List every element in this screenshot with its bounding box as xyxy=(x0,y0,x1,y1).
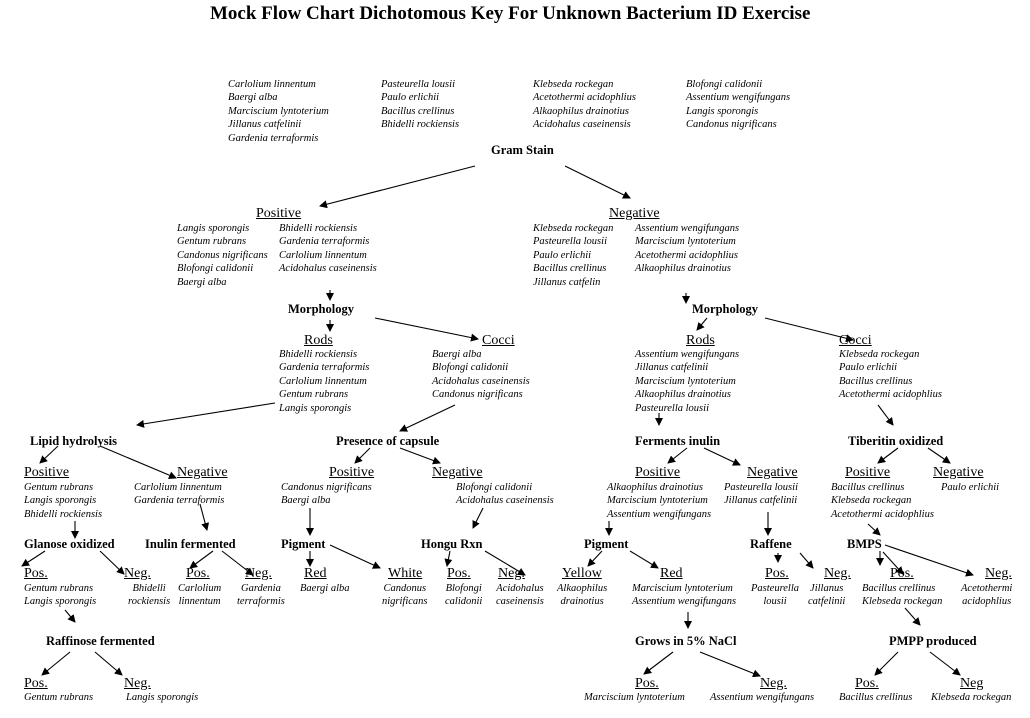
nacl-neg-header: Neg. xyxy=(760,676,787,691)
test-lipid-hydrolysis: Lipid hydrolysis xyxy=(30,434,117,448)
test-inulin-fermented: Inulin fermented xyxy=(145,537,236,551)
neg-rods-header: Rods xyxy=(686,333,715,348)
nacl-pos-header: Pos. xyxy=(635,676,659,691)
lipid-negative-header: Negative xyxy=(177,465,228,480)
tiberitin-negative-list: Paulo erlichii xyxy=(941,482,1000,493)
test-morphology-left: Morphology xyxy=(288,302,354,316)
inulin-positive-header: Positive xyxy=(635,465,681,480)
inulin-fermented-neg-header: Neg. xyxy=(245,566,272,581)
test-pigment-right: Pigment xyxy=(584,537,629,551)
tiberitin-positive-header: Positive xyxy=(845,465,891,480)
glanose-neg-header: Neg. xyxy=(124,566,151,581)
pigment-yellow-header: Yellow xyxy=(562,566,602,581)
test-gram-stain: Gram Stain xyxy=(491,143,554,157)
raffene-neg-header: Neg. xyxy=(824,566,851,581)
pigment-red-list: Baergi alba xyxy=(300,583,350,594)
test-tiberitin-oxidized: Tiberitin oxidized xyxy=(848,434,944,448)
inulin-negative-header: Negative xyxy=(747,465,798,480)
gram-negative-header: Negative xyxy=(609,206,660,221)
pos-cocci-header: Cocci xyxy=(482,333,515,348)
test-raffinose-fermented: Raffinose fermented xyxy=(46,634,155,648)
test-pmpp-produced: PMPP produced xyxy=(889,634,977,648)
pmpp-neg-header: Neg xyxy=(960,676,984,691)
neg-cocci-header: Cocci xyxy=(839,333,872,348)
tiberitin-negative-header: Negative xyxy=(933,465,984,480)
nacl-neg-list: Assentium wengifungans xyxy=(710,692,815,703)
raffinose-neg-list: Langis sporongis xyxy=(126,692,199,703)
pmpp-pos-header: Pos. xyxy=(855,676,879,691)
raffinose-pos-header: Pos. xyxy=(24,676,48,691)
pigment-red-header: Red xyxy=(304,566,327,581)
raffene-pos-header: Pos. xyxy=(765,566,789,581)
raffinose-pos-list: Gentum rubrans xyxy=(24,692,94,703)
hongu-neg-header: Neg. xyxy=(498,566,525,581)
pos-rods-header: Rods xyxy=(304,333,333,348)
hongu-pos-header: Pos. xyxy=(447,566,471,581)
test-bmps: BMPS xyxy=(847,537,882,551)
test-pigment-left: Pigment xyxy=(281,537,326,551)
test-morphology-right: Morphology xyxy=(692,302,758,316)
test-hongu-rxn: Hongu Rxn xyxy=(421,537,483,551)
test-grows-nacl: Grows in 5% NaCl xyxy=(635,634,737,648)
test-presence-of-capsule: Presence of capsule xyxy=(336,434,440,448)
pmpp-pos-list: Bacillus crellinus xyxy=(839,692,913,703)
raffinose-neg-header: Neg. xyxy=(124,676,151,691)
nacl-pos-list: Marciscium lyntoterium xyxy=(584,692,685,703)
pigment-white-header: White xyxy=(388,566,423,581)
bmps-pos-header: Pos. xyxy=(890,566,914,581)
lipid-positive-header: Positive xyxy=(24,465,70,480)
glanose-pos-header: Pos. xyxy=(24,566,48,581)
capsule-positive-header: Positive xyxy=(329,465,375,480)
inulin-fermented-pos-header: Pos. xyxy=(186,566,210,581)
test-ferments-inulin: Ferments inulin xyxy=(635,434,721,448)
capsule-negative-header: Negative xyxy=(432,465,483,480)
bmps-neg-header: Neg. xyxy=(985,566,1012,581)
page-title: Mock Flow Chart Dichotomous Key For Unkn… xyxy=(210,3,811,24)
gram-positive-header: Positive xyxy=(256,206,302,221)
test-glanose-oxidized: Glanose oxidized xyxy=(24,537,115,551)
test-raffene: Raffene xyxy=(750,537,792,551)
pigment-red-right-header: Red xyxy=(660,566,683,581)
pmpp-neg-list: Klebseda rockegan xyxy=(931,692,1012,703)
